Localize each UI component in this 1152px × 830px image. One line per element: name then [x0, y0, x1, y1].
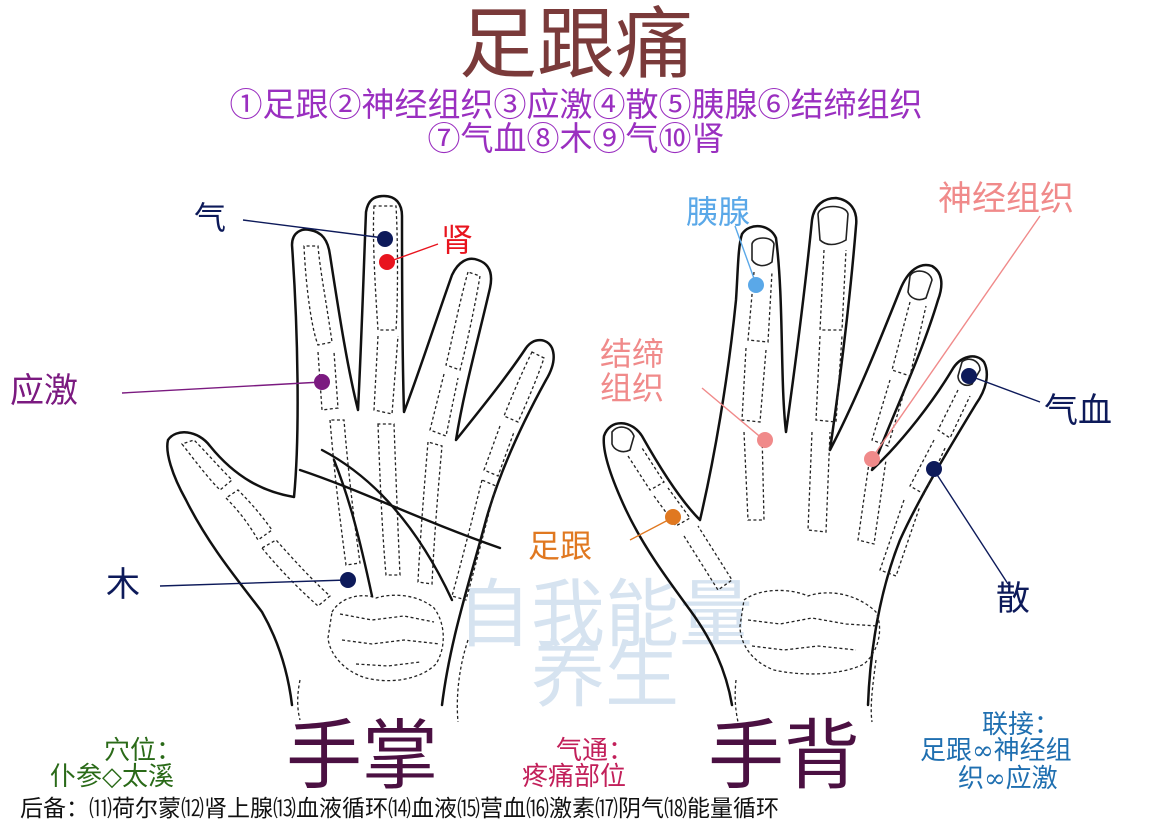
- palm-bones: [180, 205, 545, 723]
- label-jiedi-2: 组织: [600, 369, 665, 407]
- page-title: 足跟痛: [458, 0, 693, 90]
- label-san: 散: [996, 579, 1030, 619]
- acupoints: [314, 231, 977, 588]
- label-mu: 木: [106, 565, 140, 605]
- point-san: [926, 461, 942, 477]
- watermark-line2: 养生: [531, 632, 679, 718]
- point-zugen: [665, 509, 681, 525]
- label-qi: 气: [194, 199, 227, 237]
- label-jiedi-1: 结缔: [600, 335, 665, 373]
- point-yingji: [314, 374, 330, 390]
- link-line3: 织∞应激: [958, 764, 1058, 794]
- label-shen: 肾: [441, 221, 474, 259]
- label-shenjing: 神经组织: [938, 179, 1074, 219]
- point-mu: [340, 572, 356, 588]
- point-shen: [379, 254, 395, 270]
- backup-list: 后备：⑾荷尔蒙⑿肾上腺⒀血液循环⒁血液⒂营血⒃激素⒄阴气⒅能量循环: [20, 796, 779, 822]
- point-shenjing: [864, 451, 880, 467]
- label-yingji: 应激: [10, 371, 78, 411]
- point-qixue: [961, 368, 977, 384]
- caption-back: 手背: [708, 711, 860, 800]
- subtitle-line1: ①足跟②神经组织③应激④散⑤胰腺⑥结缔组织: [229, 85, 923, 124]
- caption-palm: 手掌: [286, 711, 438, 800]
- watermark-line1: 自我能量: [457, 572, 753, 658]
- point-jiedi: [757, 432, 773, 448]
- label-zugen: 足跟: [528, 527, 593, 565]
- palm-hand-outline: [166, 194, 555, 707]
- subtitle-line2: ⑦气血⑧木⑨气⑩肾: [427, 119, 725, 158]
- acupoint-title: 穴位：: [104, 736, 183, 766]
- qitong-value: 疼痛部位: [522, 762, 627, 792]
- link-title: 联接：: [982, 710, 1061, 740]
- link-line2: 足跟∞神经组: [920, 736, 1072, 766]
- qitong-title: 气通：: [556, 736, 635, 766]
- back-hand-outline: [602, 196, 988, 707]
- label-qixue: 气血: [1044, 391, 1112, 431]
- leader-lines: [121, 215, 1041, 587]
- label-yixian: 胰腺: [686, 193, 751, 231]
- point-yixian: [748, 277, 764, 293]
- acupoint-value: 仆参◇太溪: [50, 762, 174, 792]
- palm-creases: [298, 448, 502, 602]
- point-qi: [377, 231, 393, 247]
